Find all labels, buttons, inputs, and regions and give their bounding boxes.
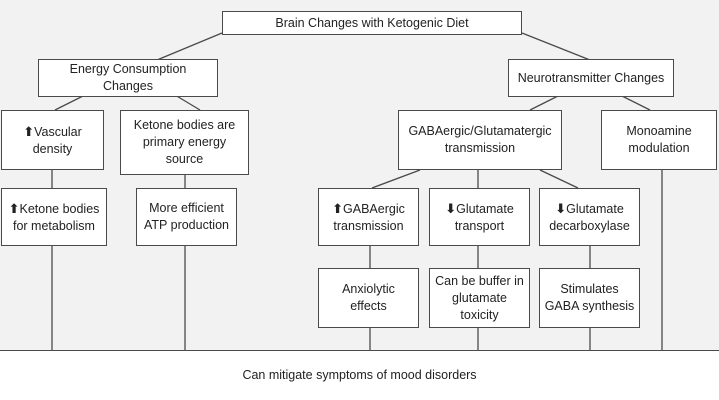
edge-root-neuro	[521, 32, 591, 61]
edge-gabaglut-gabatrans	[371, 169, 421, 189]
node-energy-label: Energy Consumption Changes	[69, 62, 187, 93]
edge-energy-vascular	[54, 94, 86, 111]
node-energy: Energy Consumption Changes	[38, 59, 218, 97]
arrow-up-icon: ⬆	[23, 123, 35, 139]
node-gaba-trans-label: GABAergic transmission	[333, 201, 405, 233]
node-anxiolytic: Anxiolytic effects	[318, 268, 419, 328]
edge-energy-ketone-primary	[174, 94, 201, 111]
node-gaba-glut: GABAergic/Glutamatergic transmission	[398, 110, 562, 170]
node-anxiolytic-label: Anxiolytic effects	[342, 282, 395, 313]
node-ketone-metab-label: Ketone bodies for metabolism	[13, 201, 100, 233]
node-glut-transport-label: Glutamate transport	[454, 201, 514, 233]
node-ketone-metab: ⬆Ketone bodies for metabolism	[1, 188, 107, 246]
node-ketone-primary-label: Ketone bodies are primary energy source	[133, 118, 236, 166]
node-gaba-trans: ⬆GABAergic transmission	[318, 188, 419, 246]
node-gaba-synth-label: Stimulates GABA synthesis	[544, 282, 635, 313]
node-neuro-label: Neurotransmitter Changes	[517, 70, 665, 85]
node-atp-label: More efficient ATP production	[143, 201, 229, 232]
node-root-label: Brain Changes with Ketogenic Diet	[275, 15, 469, 30]
arrow-down-icon: ⬇	[445, 200, 457, 216]
node-monoamine-label: Monoamine modulation	[626, 124, 692, 155]
node-bottom-label: Can mitigate symptoms of mood disorders	[242, 368, 477, 382]
node-glut-decarb: ⬇Glutamate decarboxylase	[539, 188, 640, 246]
node-gaba-glut-label: GABAergic/Glutamatergic transmission	[408, 124, 552, 155]
node-atp: More efficient ATP production	[136, 188, 237, 246]
node-neuro: Neurotransmitter Changes	[508, 59, 674, 97]
node-root: Brain Changes with Ketogenic Diet	[222, 11, 522, 35]
edge-neuro-monoamine	[619, 94, 651, 111]
node-glut-decarb-label: Glutamate decarboxylase	[549, 201, 630, 233]
node-ketone-primary: Ketone bodies are primary energy source	[120, 110, 249, 175]
arrow-down-icon: ⬇	[555, 200, 567, 216]
node-vascular-label: Vascular density	[32, 124, 82, 156]
node-glut-transport: ⬇Glutamate transport	[429, 188, 530, 246]
node-bottom: Can mitigate symptoms of mood disorders	[0, 350, 719, 400]
node-buffer: Can be buffer in glutamate toxicity	[429, 268, 530, 328]
edge-root-energy	[156, 32, 223, 61]
arrow-up-icon: ⬆	[332, 200, 344, 216]
node-vascular: ⬆Vascular density	[1, 110, 104, 170]
node-buffer-label: Can be buffer in glutamate toxicity	[435, 273, 524, 322]
edge-neuro-gabaglut	[529, 94, 561, 111]
node-monoamine: Monoamine modulation	[601, 110, 717, 170]
node-gaba-synth: Stimulates GABA synthesis	[539, 268, 640, 328]
arrow-up-icon: ⬆	[8, 200, 20, 216]
edge-gabaglut-glutdecarb	[539, 169, 579, 189]
